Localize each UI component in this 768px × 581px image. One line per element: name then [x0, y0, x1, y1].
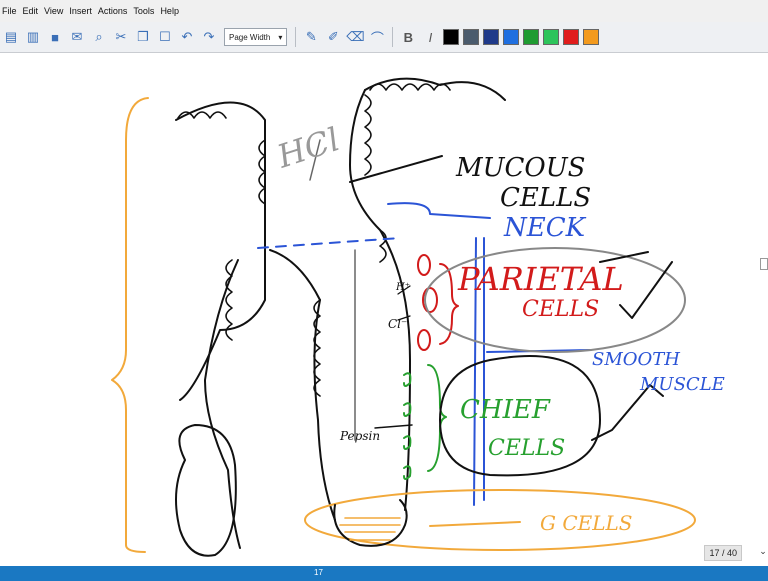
color-swatch-navy[interactable]: [483, 29, 499, 45]
bold-icon[interactable]: B: [400, 29, 416, 45]
parietal-cells-label: CELLS: [522, 297, 599, 322]
smooth-label: SMOOTH: [592, 349, 680, 370]
mucous-pointer: [350, 156, 442, 182]
muscle-label: MUSCLE: [639, 374, 725, 395]
g-cells-pointer: [430, 522, 520, 526]
menu-insert[interactable]: Insert: [69, 6, 92, 16]
h-ion-label: H⁺: [395, 282, 410, 293]
zoom-select[interactable]: Page Width ▾: [224, 28, 287, 46]
drawing-canvas[interactable]: HCl MUCOUS CELLS NECK PARIETAL CELLS SMO…: [0, 53, 768, 566]
email-icon[interactable]: ✉: [69, 29, 85, 45]
pepsin-arrow: [375, 425, 412, 428]
paste-icon[interactable]: ☐: [157, 29, 173, 45]
redo-icon[interactable]: ↷: [201, 29, 217, 45]
neck-pointer: [388, 203, 490, 218]
scroll-down-icon[interactable]: ⌄: [758, 546, 768, 564]
eraser-icon[interactable]: ⌫: [347, 29, 363, 45]
current-page-number: 17: [314, 568, 323, 577]
menu-actions[interactable]: Actions: [98, 6, 128, 16]
g-cells-ellipse: [305, 490, 695, 550]
new-page-icon[interactable]: ▤: [3, 29, 19, 45]
color-swatch-green[interactable]: [523, 29, 539, 45]
chief-label: CHIEF: [460, 395, 551, 425]
undo-icon[interactable]: ↶: [179, 29, 195, 45]
gland-outline-branch: [270, 250, 320, 300]
color-swatch-light-green[interactable]: [543, 29, 559, 45]
side-handle[interactable]: [760, 258, 768, 270]
cut-icon[interactable]: ✂: [113, 29, 129, 45]
toolbar: ▤ ▥ ■ ✉ ⌕ ✂ ❐ ☐ ↶ ↷ Page Width▾ ✎ ✐ ⌫ ⌒ …: [0, 22, 768, 53]
gland-cross-section: [176, 425, 236, 556]
neck-dashed-line: [258, 238, 400, 248]
copy-icon[interactable]: ❐: [135, 29, 151, 45]
g-cells-label: G CELLS: [540, 511, 633, 535]
color-swatch-blue[interactable]: [503, 29, 519, 45]
color-swatch-black[interactable]: [443, 29, 459, 45]
page-thumbnail-bar[interactable]: [0, 566, 768, 581]
menu-edit[interactable]: Edit: [23, 6, 39, 16]
page-indicator: 17 / 40: [704, 545, 742, 561]
checkmark-icon: [620, 262, 672, 318]
highlighter-icon[interactable]: ✐: [325, 29, 341, 45]
toolbar-divider: [295, 27, 296, 47]
menu-file[interactable]: File: [2, 6, 17, 16]
hcl-label: HCl: [272, 120, 344, 176]
menu-tools[interactable]: Tools: [133, 6, 154, 16]
save-icon[interactable]: ■: [47, 29, 63, 45]
zoom-select-value: Page Width: [229, 33, 270, 42]
cl-ion-label: Cl⁻: [388, 317, 407, 331]
italic-icon[interactable]: I: [422, 29, 438, 45]
neck-label: NECK: [503, 213, 587, 243]
pen-icon[interactable]: ✎: [303, 29, 319, 45]
color-swatch-gray[interactable]: [463, 29, 479, 45]
mucous-label: MUCOUS: [455, 153, 585, 183]
gastric-gland-drawing: HCl MUCOUS CELLS NECK PARIETAL CELLS SMO…: [0, 53, 768, 566]
color-swatch-red[interactable]: [563, 29, 579, 45]
toolbar-divider: [392, 27, 393, 47]
parietal-label: PARIETAL: [457, 260, 624, 298]
lasso-icon[interactable]: ⌒: [369, 29, 385, 45]
pepsin-label: Pepsin: [339, 429, 380, 443]
g-cells: [340, 518, 400, 540]
menu-bar: File Edit View Insert Actions Tools Help: [0, 0, 768, 22]
gland-outline-left: [176, 103, 265, 401]
chief-cells-label: CELLS: [488, 436, 565, 461]
menu-view[interactable]: View: [44, 6, 63, 16]
gland-outline-right: [350, 90, 410, 510]
bracket-shape: [112, 98, 148, 552]
menu-help[interactable]: Help: [160, 6, 179, 16]
open-icon[interactable]: ▥: [25, 29, 41, 45]
color-swatch-orange[interactable]: [583, 29, 599, 45]
search-icon[interactable]: ⌕: [91, 29, 107, 45]
chevron-down-icon: ▾: [278, 33, 282, 42]
mucous-cells-label: CELLS: [500, 183, 591, 213]
